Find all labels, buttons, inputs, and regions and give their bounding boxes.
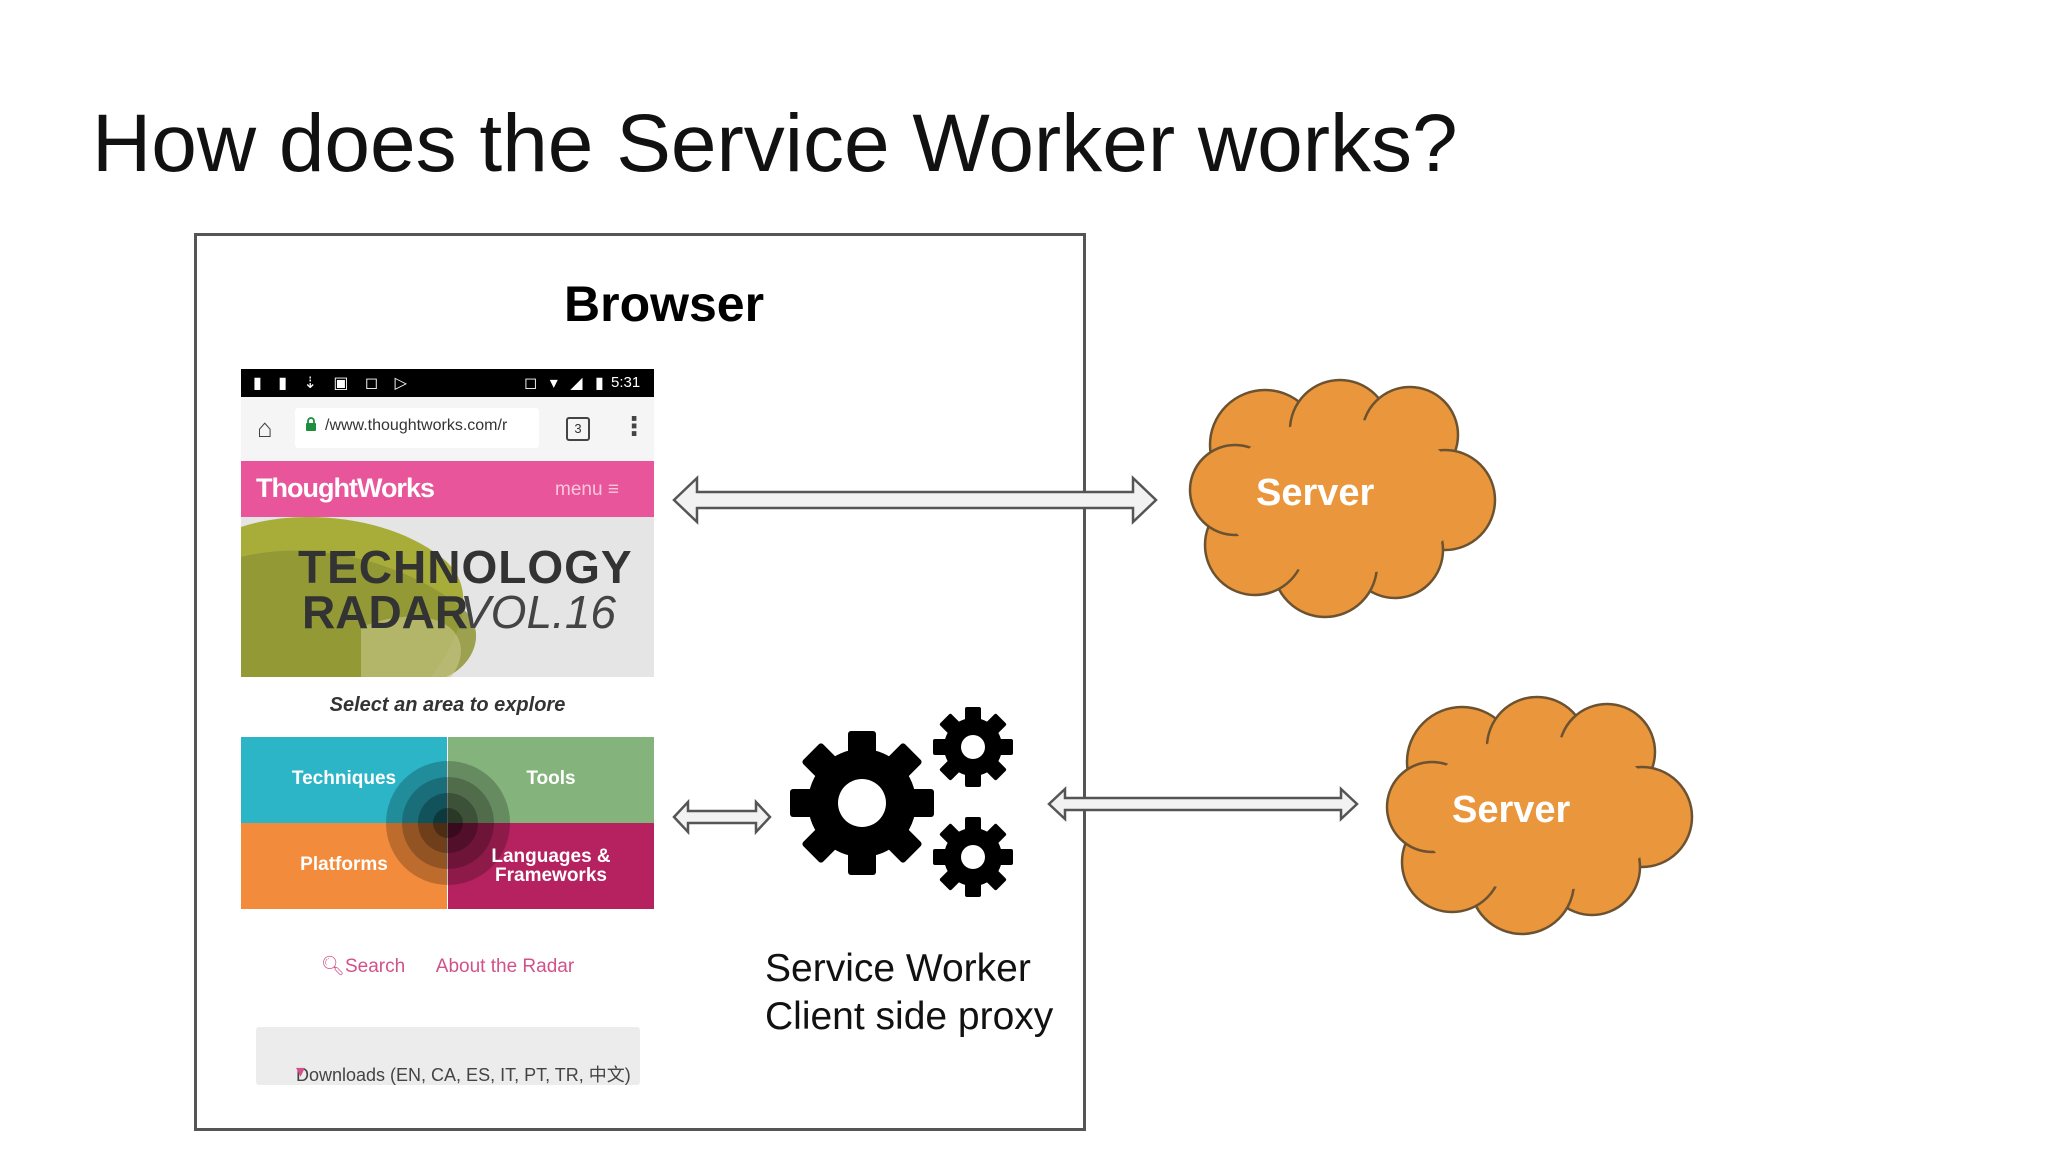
quadrant-platforms[interactable] — [241, 823, 447, 909]
quadrant-tools-label: Tools — [526, 768, 576, 789]
downloads-label: Downloads (EN, CA, ES, IT, PT, TR, 中文) — [296, 1065, 631, 1085]
hamburger-icon: ≡ — [607, 479, 619, 500]
quadrant-techniques-label: Techniques — [291, 768, 397, 789]
address-field[interactable]: /www.thoughtworks.com/r — [295, 408, 539, 448]
server-label-bottom: Server — [1452, 789, 1571, 831]
banner-volume: VOL.16 — [460, 586, 616, 638]
overflow-menu-icon[interactable]: ⋮ — [621, 411, 647, 441]
status-bar: ▮ ▮ ⇣ ▣ ◻ ▷ ◻ ▾ ◢ ▮ 5:31 — [241, 369, 654, 397]
radar-banner: TECHNOLOGY RADAR VOL.16 — [241, 517, 654, 677]
banner-title-line2: RADAR — [302, 586, 469, 638]
menu-label: menu — [555, 479, 603, 500]
serviceworker-server-arrow — [1047, 786, 1359, 822]
quadrant-platforms-label: Platforms — [300, 854, 388, 875]
search-icon: 🔍︎ — [320, 956, 345, 977]
browser-serviceworker-arrow — [672, 798, 772, 836]
notification-icons: ▮ ▮ ⇣ ▣ ◻ ▷ — [253, 375, 413, 392]
about-link[interactable]: About the Radar — [435, 956, 575, 977]
server-cloud-bottom — [1385, 695, 1694, 936]
tab-count-icon[interactable]: 3 — [566, 417, 590, 441]
footer-links: 🔍︎Search About the Radar — [241, 954, 654, 978]
banner-title-line1: TECHNOLOGY — [298, 541, 633, 593]
radar-rings — [386, 761, 510, 885]
url-text: /www.thoughtworks.com/r — [325, 417, 508, 434]
gears-icon — [790, 707, 1013, 897]
url-bar: ⌂ /www.thoughtworks.com/r 3 ⋮ — [241, 397, 654, 461]
phone-screenshot: ▮ ▮ ⇣ ▣ ◻ ▷ ◻ ▾ ◢ ▮ 5:31 ⌂ /www.thoughtw… — [241, 369, 654, 1089]
quadrant-tools[interactable] — [448, 737, 654, 823]
select-area-prompt: Select an area to explore — [329, 694, 566, 716]
quadrant-languages[interactable] — [448, 823, 654, 909]
service-worker-caption-line1: Service Worker — [765, 947, 1031, 990]
service-worker-caption: Service Worker Client side proxy — [765, 945, 1053, 1041]
search-link[interactable]: 🔍︎Search — [320, 956, 406, 977]
server-cloud-top — [1188, 378, 1497, 619]
quadrant-languages-label-1: Languages & — [491, 846, 611, 867]
downloads-select[interactable]: Downloads (EN, CA, ES, IT, PT, TR, 中文) ▾ — [256, 1027, 640, 1085]
system-icons: ◻ ▾ ◢ ▮ — [524, 375, 608, 392]
service-worker-caption-line2: Client side proxy — [765, 995, 1054, 1038]
browser-frame — [194, 233, 1086, 1131]
banner-blobs — [241, 517, 477, 677]
server-label-top: Server — [1256, 472, 1375, 514]
browser-server-arrow — [672, 475, 1158, 525]
dropdown-caret-icon: ▾ — [296, 1061, 306, 1081]
site-menu-button[interactable]: menu ≡ — [555, 479, 619, 501]
browser-label: Browser — [564, 276, 765, 332]
status-time: 5:31 — [611, 374, 641, 391]
quadrant-languages-label-2: Frameworks — [495, 865, 607, 886]
slide-title: How does the Service Worker works? — [92, 98, 1458, 189]
site-logo[interactable]: ThoughtWorks — [256, 473, 435, 503]
home-icon[interactable]: ⌂ — [257, 413, 273, 443]
lock-icon — [306, 417, 316, 431]
quadrant-techniques[interactable] — [241, 737, 447, 823]
site-header: ThoughtWorks menu ≡ — [241, 461, 654, 517]
